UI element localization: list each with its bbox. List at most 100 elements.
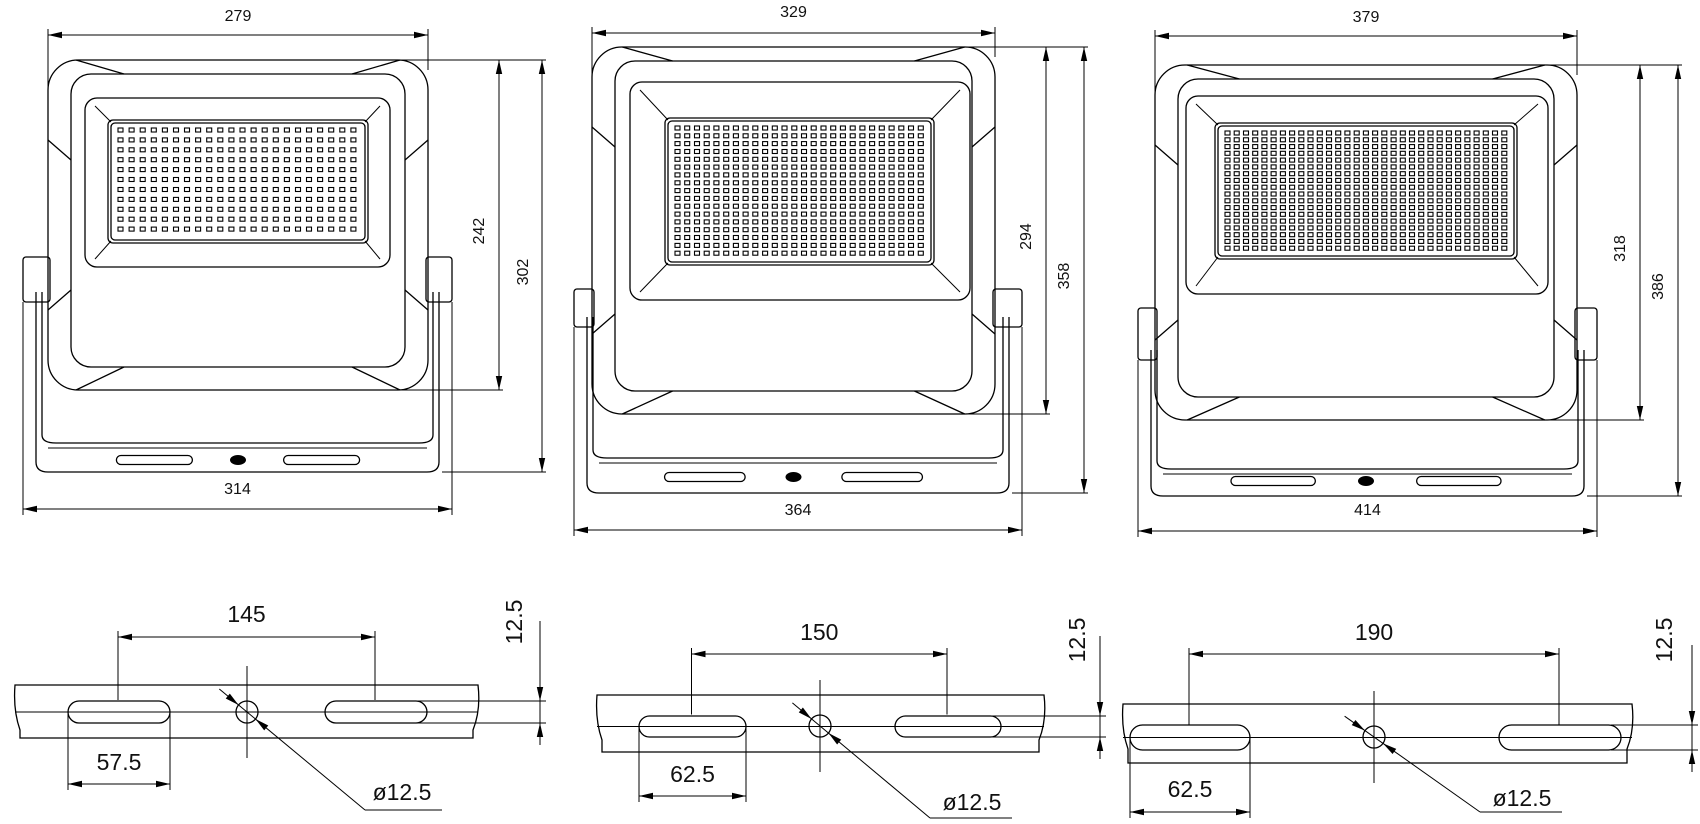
bracket-arm xyxy=(1150,350,1585,497)
led-chip xyxy=(1270,232,1277,238)
led-chip xyxy=(1279,191,1286,197)
led-chip xyxy=(791,203,798,209)
led-chip xyxy=(1261,177,1268,183)
led-chip xyxy=(294,127,302,133)
led-chip xyxy=(869,156,876,162)
led-chip xyxy=(183,216,191,222)
corner-rib xyxy=(351,366,401,391)
led-chip xyxy=(1252,137,1259,143)
led-chip xyxy=(800,203,808,209)
dimension-label: 358 xyxy=(1056,263,1073,290)
led-chip xyxy=(1408,171,1416,177)
arrowhead xyxy=(1583,527,1597,535)
led-chip xyxy=(762,227,769,233)
led-chip xyxy=(1427,191,1434,197)
led-chip xyxy=(898,242,905,248)
lens-panel xyxy=(629,81,971,301)
led-chip xyxy=(1335,171,1342,177)
led-chip xyxy=(1491,184,1499,190)
mounting-slot-left xyxy=(1129,724,1251,751)
led-chip xyxy=(1270,198,1277,204)
led-chip xyxy=(1390,205,1397,211)
led-chip xyxy=(350,216,357,222)
led-chip xyxy=(328,226,335,232)
led-chip xyxy=(1224,150,1231,156)
led-chip xyxy=(250,176,257,183)
led-chip xyxy=(907,242,915,248)
led-chip xyxy=(907,188,915,194)
corner-rib xyxy=(404,289,429,311)
led-chip xyxy=(830,172,837,178)
led-chip xyxy=(674,211,681,217)
led-chip xyxy=(1335,245,1342,251)
arrowhead xyxy=(1545,650,1559,658)
led-chip xyxy=(800,141,808,147)
led-chip xyxy=(172,206,180,212)
led-chip xyxy=(830,141,837,147)
led-chip xyxy=(150,196,157,202)
led-chip xyxy=(250,186,257,193)
led-chip xyxy=(1408,191,1416,197)
led-chip xyxy=(917,180,924,186)
led-chip xyxy=(183,176,191,183)
led-chip xyxy=(917,211,924,217)
led-chip xyxy=(1399,164,1406,170)
led-chip xyxy=(1289,157,1296,163)
led-chip xyxy=(1436,225,1443,231)
led-chip xyxy=(1362,218,1369,224)
led-chip xyxy=(172,186,180,193)
led-chip xyxy=(693,141,701,147)
led-chip xyxy=(713,133,720,139)
led-chip xyxy=(1473,191,1480,197)
led-chip xyxy=(1482,150,1489,156)
led-chip xyxy=(1501,245,1508,251)
mounting-bracket xyxy=(22,256,453,473)
led-chip xyxy=(703,211,710,217)
bracket-inner-edge xyxy=(1156,350,1579,470)
led-chip xyxy=(1445,157,1452,163)
led-chip xyxy=(674,195,681,201)
led-chip xyxy=(1353,218,1360,224)
led-chip xyxy=(1427,157,1434,163)
led-chip xyxy=(339,137,346,143)
led-chip xyxy=(217,206,224,212)
bracket-arm xyxy=(35,292,440,473)
led-chip xyxy=(762,125,769,131)
dimension-label: 329 xyxy=(780,4,807,21)
corner-rib xyxy=(1492,64,1545,80)
mounting-slot-right xyxy=(324,700,428,724)
led-chip xyxy=(1325,225,1333,231)
led-chip xyxy=(161,196,168,202)
led-chip xyxy=(1261,157,1268,163)
led-chip xyxy=(1491,150,1499,156)
led-chip xyxy=(917,250,924,256)
arrowhead xyxy=(1096,737,1104,751)
housing-inner-frame xyxy=(1177,78,1555,398)
led-chip xyxy=(1491,218,1499,224)
led-chip xyxy=(869,148,876,155)
led-chip xyxy=(684,227,691,233)
led-chip xyxy=(907,219,915,225)
led-chip xyxy=(206,216,213,222)
led-chip xyxy=(1316,137,1323,143)
led-chip xyxy=(742,195,749,201)
led-chip xyxy=(1279,164,1286,170)
corner-rib xyxy=(914,46,965,62)
led-chip xyxy=(781,156,788,162)
led-chip xyxy=(1408,164,1416,170)
slot-length-dimension: 62.5 xyxy=(1130,776,1250,816)
led-chip xyxy=(1455,130,1462,136)
led-chip xyxy=(713,250,720,256)
mounting-bracket xyxy=(1137,307,1598,497)
led-chip xyxy=(1455,245,1462,251)
led-chip xyxy=(713,156,720,162)
led-chip xyxy=(1233,150,1240,156)
led-chip xyxy=(1390,157,1397,163)
led-chip xyxy=(859,227,866,233)
led-chip xyxy=(250,167,257,173)
led-chip xyxy=(1482,245,1489,251)
led-chip xyxy=(684,195,691,201)
led-chip xyxy=(250,196,257,202)
led-chip xyxy=(1482,157,1489,163)
